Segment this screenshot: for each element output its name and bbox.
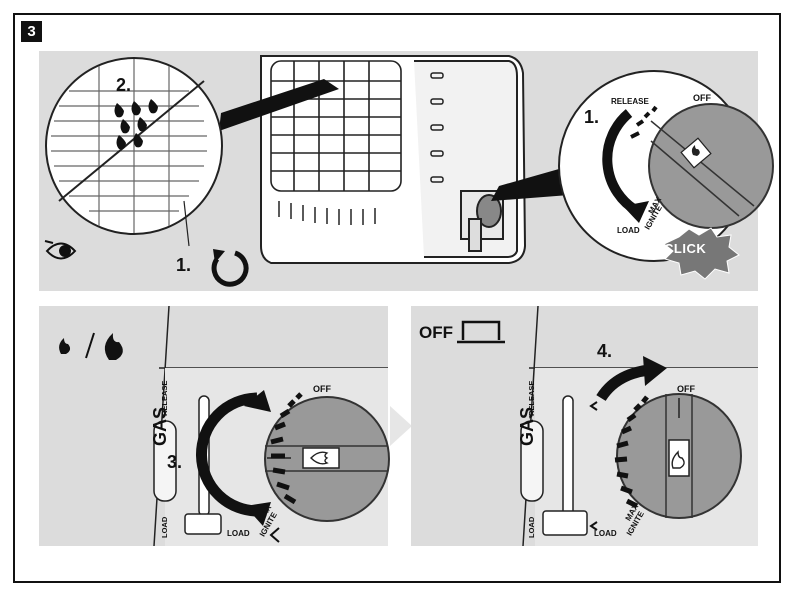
step-label-grille: 2. [116, 75, 132, 95]
off-label: OFF [313, 384, 331, 394]
click-label: CLICK [664, 241, 707, 256]
release-label: RELEASE [611, 97, 649, 106]
large-flame-icon [104, 333, 123, 360]
load-vertical-label: LOAD [527, 516, 536, 538]
top-panel: 2. 1. 1. RELEASE OFF MAX IGNITE LOAD CLI… [39, 51, 774, 291]
step-label-knob: 1. [584, 107, 600, 127]
step-label-turn: 1. [176, 255, 192, 275]
load-label: LOAD [227, 529, 250, 538]
bottom-right-panel: OFF 4. OFF RELEASE GAS LOAD LOAD MAX IGN… [411, 305, 758, 547]
step-label-off: 4. [597, 341, 613, 361]
off-position-icon [457, 320, 505, 344]
off-knob-illustration [457, 305, 758, 547]
knob-flame-icon [310, 451, 329, 465]
load-label: LOAD [617, 226, 640, 235]
zoom-wedge-grille [219, 79, 339, 131]
off-label: OFF [677, 384, 695, 394]
gas-label: GAS [517, 406, 537, 446]
knob-zoom-circle [558, 70, 774, 280]
figure-number-badge: 3 [21, 21, 42, 42]
bottom-left-panel: 3. OFF RELEASE GAS LOAD LOAD MAX IGNITE … [39, 305, 390, 547]
ignite-knob-illustration [59, 305, 390, 547]
click-starburst [663, 227, 740, 280]
eye-icon [44, 240, 77, 260]
gas-label: GAS [150, 406, 170, 446]
small-flame-icon [59, 338, 71, 354]
step-label-ignite: 3. [167, 452, 183, 472]
knob-flame-icon [691, 145, 700, 156]
off-title: OFF [419, 323, 453, 342]
rotate-clockwise-icon [211, 250, 249, 287]
heater-illustration [44, 55, 774, 287]
load-vertical-label: LOAD [160, 516, 169, 538]
load-label: LOAD [594, 529, 617, 538]
burner-flame-icons [114, 99, 158, 150]
off-label: OFF [693, 93, 711, 103]
knob-flame-icon [671, 450, 685, 469]
grille-zoom-circle [45, 57, 223, 247]
